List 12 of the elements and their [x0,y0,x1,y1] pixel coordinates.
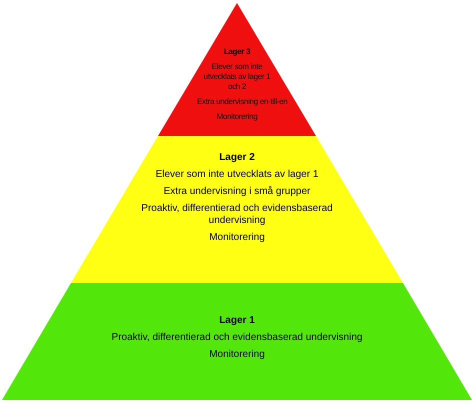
tier-text: Monitorering [216,112,258,122]
tier-text: Extra undervisning i små grupper [164,186,310,198]
tier-text: Elever som inte utvecklats av lager 1 [156,169,318,181]
tier-heading: Lager 2 [219,152,255,164]
tier-text: Proaktiv, differentierad och evidensbaserad undervisning [112,332,362,344]
tier-text: Proaktiv, differentierad och evidensbaserad undervisning [140,203,334,227]
tier-text: Monitorering [209,232,265,244]
tier-heading: Lager 1 [219,315,255,327]
tier-text: Elever som inte utvecklats av lager 1 och 2 [202,62,272,92]
tier-text: Monitorering [209,349,265,361]
tier-text: Extra undervisning en-till-en [197,97,288,107]
tier-heading: Lager 3 [224,47,250,57]
